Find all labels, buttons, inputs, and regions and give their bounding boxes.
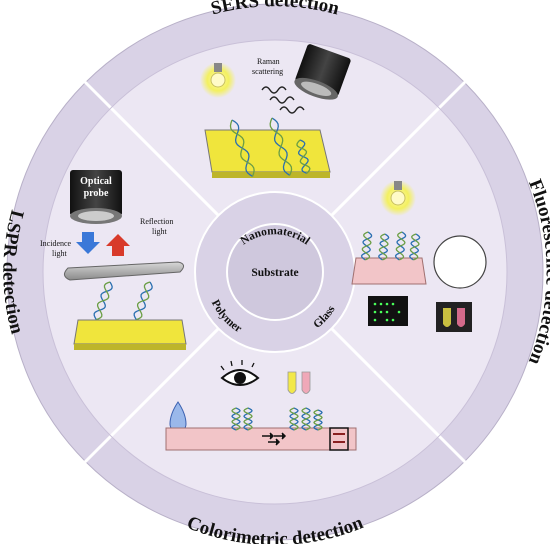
lateral-flow-strip — [165, 427, 357, 451]
incidence-label-2: light — [52, 249, 67, 258]
vial-box — [436, 302, 472, 332]
fluorescence-readout — [368, 296, 408, 326]
gold-substrate — [73, 319, 187, 345]
sensor-plate — [64, 261, 184, 281]
incidence-label-1: Incidence — [40, 239, 72, 248]
readout-dots — [373, 302, 401, 322]
reflection-label-2: light — [152, 227, 167, 236]
dna-strand-icon — [243, 407, 253, 431]
substrate-core — [226, 223, 324, 321]
substrate-label: Substrate — [251, 267, 298, 279]
flow-arrows — [262, 432, 287, 446]
test-window — [329, 427, 349, 451]
dna-strand-icon — [289, 407, 299, 431]
test-tube-icon — [443, 308, 451, 327]
dna-strands — [93, 117, 421, 431]
optical-probe-icon: Optical probe — [70, 170, 122, 224]
test-tube-icon — [287, 371, 311, 394]
dna-strand-icon — [229, 119, 255, 177]
pink-substrate — [351, 257, 427, 285]
dna-strand-icon — [313, 409, 323, 431]
raman-label-2: scattering — [252, 67, 283, 76]
probe-label-1: Optical — [80, 176, 112, 187]
dna-strand-icon — [378, 233, 390, 261]
incidence-arrow — [76, 232, 100, 254]
colorimetric-illustration — [165, 360, 357, 451]
reflection-label-1: Reflection — [140, 217, 173, 226]
eye-icon — [220, 360, 260, 386]
light-bulb-icon — [380, 180, 416, 216]
dna-strand-icon — [133, 281, 153, 321]
scatter-waves — [261, 86, 305, 114]
dna-strand-icon — [231, 407, 241, 431]
dna-strand-icon — [296, 139, 311, 174]
dna-strand-icon — [409, 233, 421, 261]
dna-strand-icon — [394, 231, 407, 261]
probe-label-2: probe — [84, 188, 109, 199]
lspr-illustration: Optical probe Incidence light Reflection… — [40, 170, 187, 350]
dna-strand-icon — [93, 281, 113, 321]
light-bulb-icon — [200, 62, 236, 98]
raman-label-1: Raman — [257, 57, 280, 66]
reflection-arrow — [106, 234, 130, 256]
fluorescence-illustration — [351, 180, 487, 332]
magnified-view — [433, 235, 487, 289]
dna-strand-icon — [301, 407, 311, 431]
optical-probe-icon — [294, 44, 351, 100]
dna-strand-icon — [360, 231, 373, 261]
gold-substrate — [204, 129, 331, 173]
dna-strand-icon — [269, 117, 293, 176]
test-tube-icon — [457, 308, 465, 327]
